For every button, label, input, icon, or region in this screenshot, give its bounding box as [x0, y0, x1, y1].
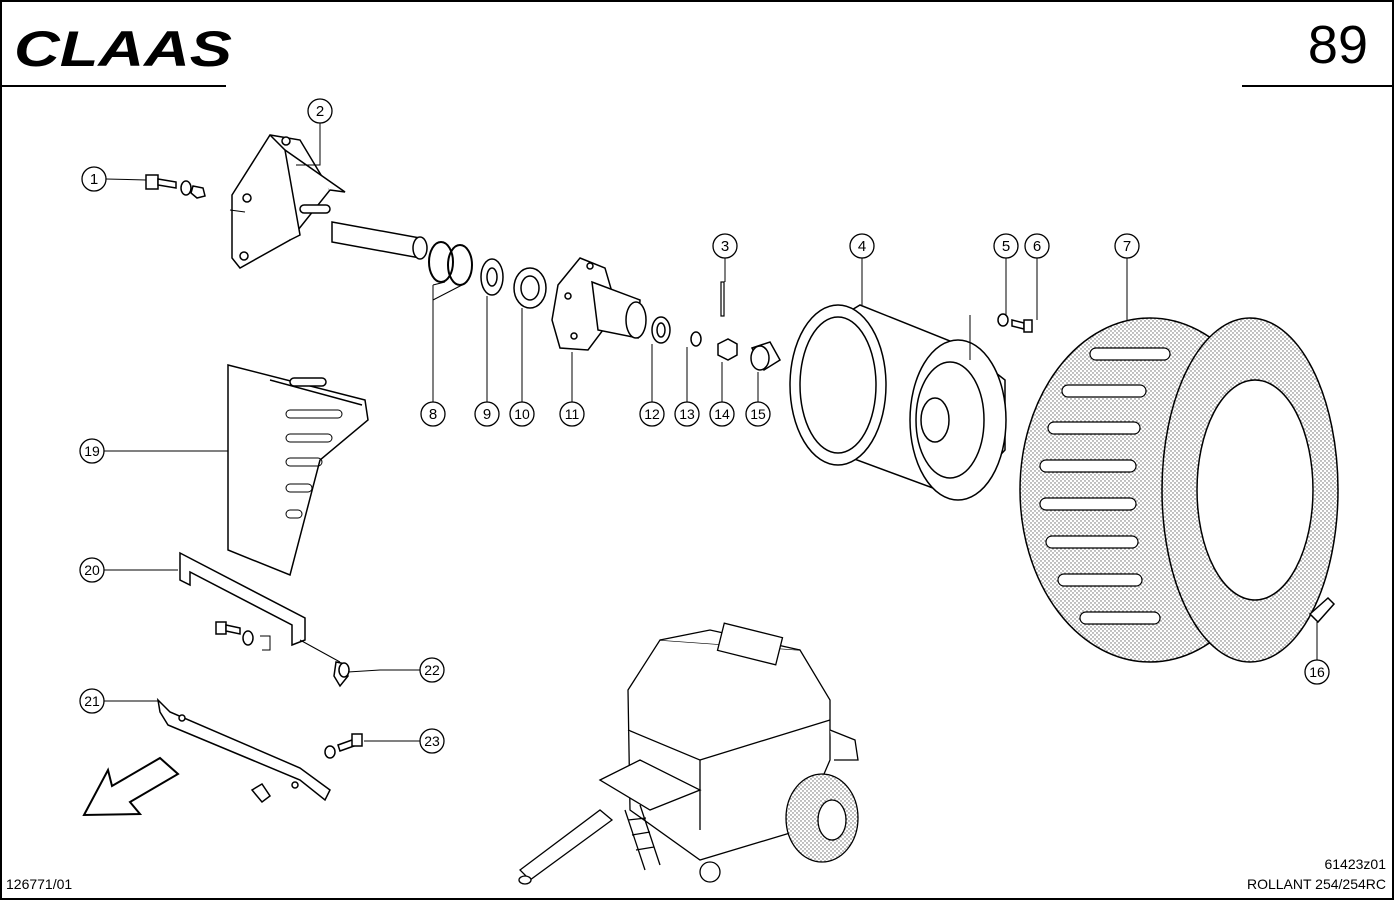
support-strut-part-21	[156, 697, 331, 804]
callout-22: 22	[419, 657, 445, 683]
leader-lines	[104, 122, 1318, 742]
bolt-part-1	[145, 174, 206, 199]
svg-text:1: 1	[90, 171, 98, 188]
callout-6: 6	[1024, 233, 1050, 259]
tyre-part-7	[1019, 317, 1339, 663]
svg-text:6: 6	[1033, 238, 1041, 255]
baler-overview-illustration	[518, 622, 859, 885]
pin-part-3	[720, 281, 725, 317]
svg-text:3: 3	[721, 238, 729, 255]
wheel-hub-part-11	[551, 257, 647, 351]
callout-23: 23	[419, 728, 445, 754]
page-number: 89	[1307, 15, 1368, 75]
brand-logo: CLAAS	[14, 21, 232, 77]
nut-part-14	[717, 338, 738, 361]
svg-text:7: 7	[1123, 238, 1131, 255]
callout-7: 7	[1114, 233, 1140, 259]
mudguard-bracket-part-20	[179, 551, 306, 647]
svg-text:9: 9	[483, 406, 491, 423]
svg-text:15: 15	[750, 406, 766, 422]
wing-nut-part-22	[333, 661, 350, 688]
svg-text:22: 22	[424, 662, 440, 678]
svg-text:12: 12	[644, 406, 660, 422]
callout-14: 14	[709, 401, 735, 427]
callout-1: 1	[81, 166, 107, 192]
axle-bracket-part	[231, 134, 428, 269]
bearing-part-10	[513, 267, 547, 309]
callout-4: 4	[849, 233, 875, 259]
hub-cap-part-15	[750, 341, 782, 372]
model-name: ROLLANT 254/254RC	[1246, 876, 1386, 892]
wheel-bolt-part-6	[1011, 319, 1033, 333]
svg-text:5: 5	[1002, 238, 1010, 255]
callout-13: 13	[674, 401, 700, 427]
bearing-part-12	[651, 316, 671, 344]
svg-text:21: 21	[84, 693, 100, 709]
travel-direction-arrow-icon	[82, 756, 180, 817]
drawing-code: 61423z01	[1324, 856, 1386, 872]
callout-2: 2	[307, 98, 333, 124]
callout-16: 16	[1304, 659, 1330, 685]
svg-text:19: 19	[84, 443, 100, 459]
svg-text:4: 4	[858, 238, 866, 255]
svg-text:11: 11	[565, 406, 580, 422]
callout-9: 9	[474, 401, 500, 427]
wheel-rim-part-4	[789, 304, 1007, 501]
callout-12: 12	[639, 401, 665, 427]
callout-3: 3	[712, 233, 738, 259]
svg-text:14: 14	[714, 406, 730, 422]
callout-21: 21	[79, 688, 105, 714]
callout-19: 19	[79, 438, 105, 464]
callout-8: 8	[420, 401, 446, 427]
seal-rings-part-8	[428, 241, 473, 286]
callout-20: 20	[79, 557, 105, 583]
bolt-and-washer-part-22	[215, 621, 254, 646]
callout-10: 10	[509, 401, 535, 427]
svg-text:23: 23	[424, 733, 440, 749]
callout-5: 5	[993, 233, 1019, 259]
seal-part-9	[480, 258, 504, 296]
document-number: 126771/01	[6, 876, 73, 892]
washer-part-13	[690, 331, 702, 347]
svg-text:2: 2	[316, 103, 324, 120]
svg-text:10: 10	[514, 406, 530, 422]
valve-part-16	[1308, 596, 1336, 624]
svg-text:8: 8	[429, 406, 437, 423]
svg-text:16: 16	[1309, 664, 1325, 680]
svg-text:13: 13	[679, 406, 695, 422]
mudguard-part-19	[227, 364, 369, 577]
washer-part-5	[997, 313, 1009, 327]
bolt-part-23	[324, 733, 363, 759]
callout-15: 15	[745, 401, 771, 427]
svg-text:20: 20	[84, 562, 100, 578]
callout-11: 11	[559, 401, 585, 427]
